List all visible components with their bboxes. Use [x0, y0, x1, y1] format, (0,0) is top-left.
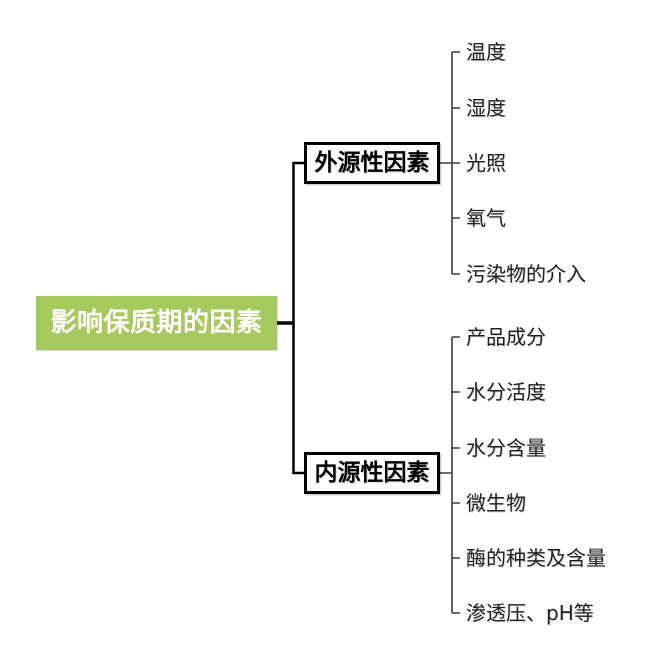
- leaf-water-content[interactable]: 水分含量: [466, 436, 546, 460]
- leaf-contaminant-intrusion[interactable]: 污染物的介入: [466, 262, 586, 286]
- branch-external-factors[interactable]: 外源性因素: [304, 142, 440, 184]
- leaf-oxygen[interactable]: 氧气: [466, 206, 506, 230]
- leaf-water-activity[interactable]: 水分活度: [466, 380, 546, 404]
- leaf-product-composition[interactable]: 产品成分: [466, 325, 546, 349]
- root-node[interactable]: 影响保质期的因素: [36, 296, 277, 350]
- leaf-enzyme-type-content[interactable]: 酶的种类及含量: [466, 546, 606, 570]
- external-branch-child-lines: [440, 51, 460, 275]
- leaf-osmotic-pressure-ph[interactable]: 渗透压、pH等: [466, 601, 594, 625]
- leaf-microorganisms[interactable]: 微生物: [466, 491, 526, 515]
- branch-internal-factors[interactable]: 内源性因素: [304, 452, 440, 494]
- trunk-connector-line: [292, 161, 304, 475]
- leaf-temperature[interactable]: 温度: [466, 40, 506, 64]
- leaf-humidity[interactable]: 湿度: [466, 96, 506, 120]
- internal-branch-child-lines: [440, 336, 460, 614]
- leaf-light[interactable]: 光照: [466, 151, 506, 175]
